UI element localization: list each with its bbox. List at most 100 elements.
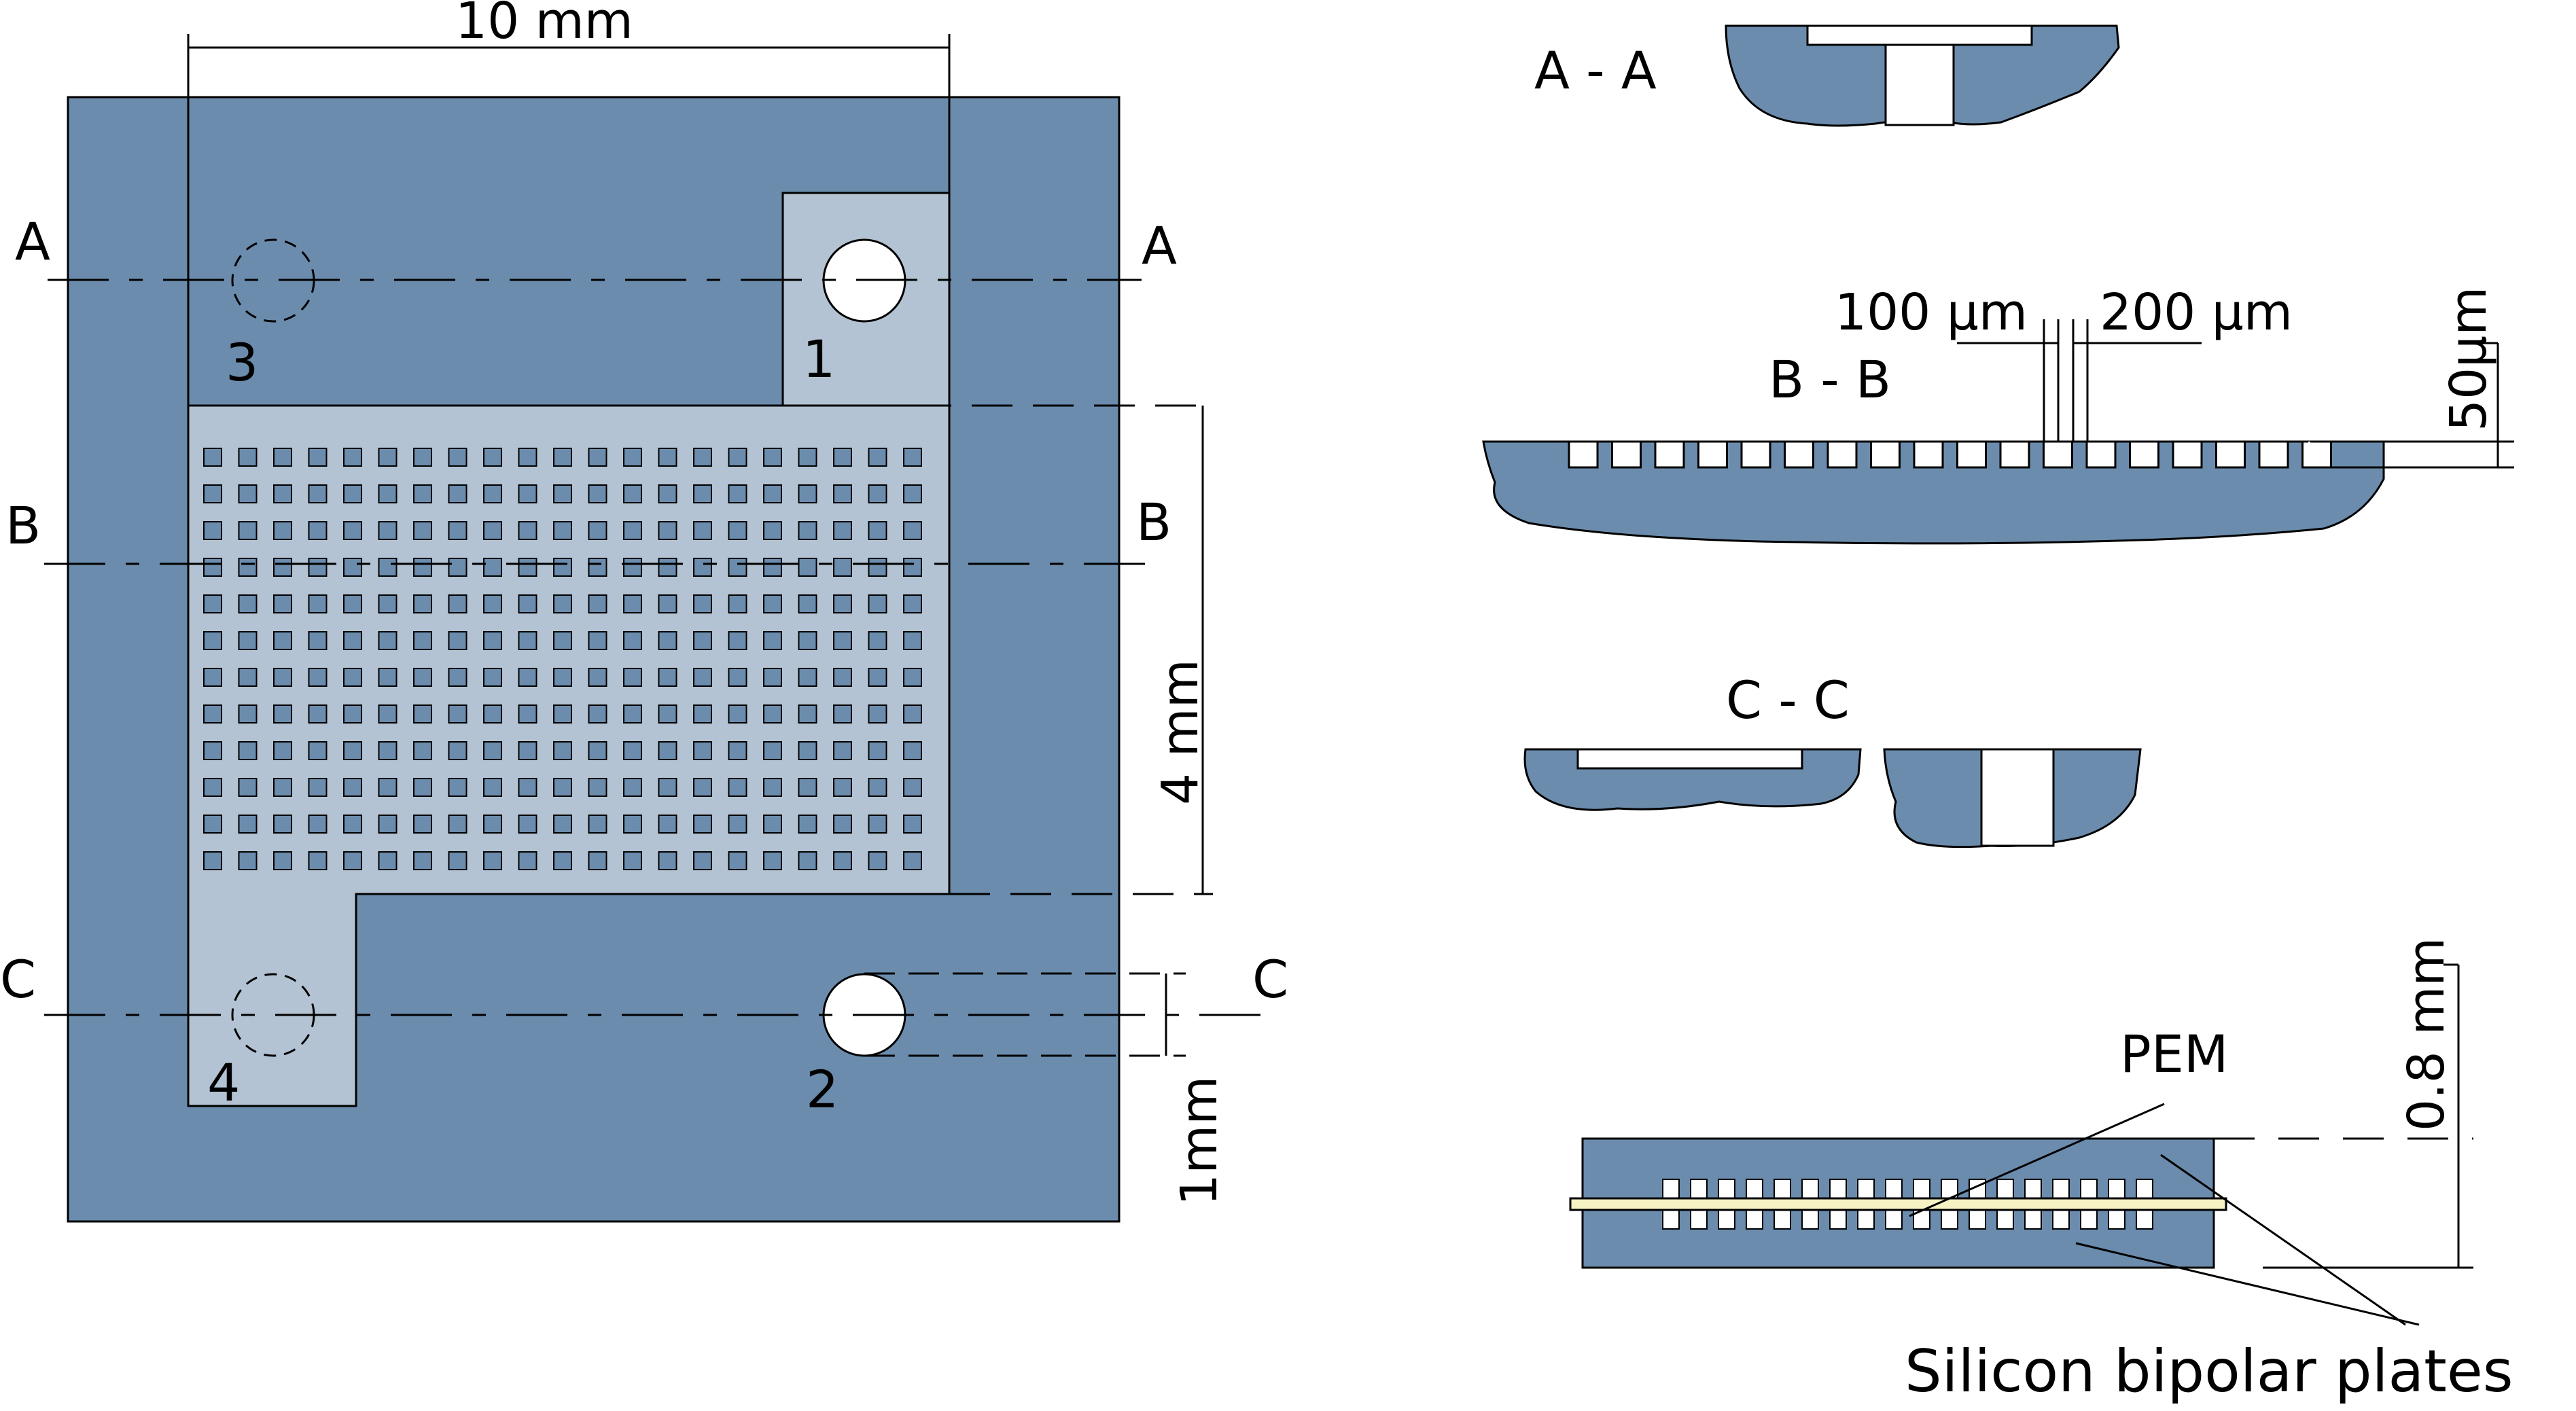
pillar — [588, 631, 607, 650]
pillar — [308, 815, 328, 834]
section-cc-hole — [1980, 748, 2055, 847]
pillar — [238, 594, 258, 613]
pillar — [518, 815, 537, 834]
pillar — [798, 778, 817, 797]
pillar — [658, 448, 677, 467]
section-mark-c-right: C — [1252, 949, 1288, 1010]
pillar — [308, 631, 328, 650]
pillar — [553, 521, 572, 540]
stack-channel — [1857, 1179, 1875, 1199]
pillar — [483, 815, 502, 834]
pillar — [413, 851, 432, 870]
pillar — [518, 668, 537, 687]
dim-200um-label: 200 µm — [2100, 283, 2293, 342]
pillar — [623, 815, 642, 834]
pillar — [868, 815, 887, 834]
pillar — [623, 741, 642, 760]
stack-channel — [1746, 1179, 1763, 1199]
pillar — [588, 484, 607, 503]
section-mark-b-right: B — [1136, 492, 1171, 552]
section-mark-a-left: A — [15, 211, 50, 272]
section-bb: B - B 100 µm 200 µm 50µm — [1482, 283, 2514, 545]
pillar — [203, 594, 222, 613]
pillar — [588, 448, 607, 467]
pillar — [518, 741, 537, 760]
pillar — [378, 778, 398, 797]
pillar — [658, 631, 677, 650]
pillar — [868, 778, 887, 797]
pillar — [763, 704, 782, 724]
pillar — [378, 741, 398, 760]
pillar — [763, 851, 782, 870]
pillar — [203, 484, 222, 503]
pillar — [833, 704, 852, 724]
pillar — [868, 558, 887, 577]
pillar — [238, 521, 258, 540]
pillar — [378, 704, 398, 724]
pillar — [658, 815, 677, 834]
stack-channel — [1690, 1179, 1708, 1199]
section-mark-a-right: A — [1142, 215, 1177, 276]
pillar — [588, 778, 607, 797]
pillar — [413, 594, 432, 613]
plan-view: A A B B C C 1 2 3 4 10 mm 4 mm 1mm — [0, 0, 1288, 1223]
pillar — [343, 484, 362, 503]
pillar — [238, 668, 258, 687]
pillar — [413, 741, 432, 760]
pillar — [413, 448, 432, 467]
pillar — [623, 704, 642, 724]
pillar — [238, 631, 258, 650]
pillar — [693, 631, 712, 650]
pillar — [588, 815, 607, 834]
pillar — [623, 484, 642, 503]
pillar — [553, 448, 572, 467]
pillar — [378, 851, 398, 870]
pillar — [203, 851, 222, 870]
pillar — [868, 521, 887, 540]
pillar — [343, 521, 362, 540]
pillar — [273, 741, 292, 760]
section-aa-groove — [1806, 24, 2033, 46]
pillar — [413, 631, 432, 650]
stack-channel — [1857, 1209, 1875, 1230]
pillar — [903, 778, 922, 797]
pillar — [693, 851, 712, 870]
pillar — [203, 668, 222, 687]
pillar — [728, 558, 747, 577]
pillar — [518, 631, 537, 650]
pillar — [903, 704, 922, 724]
pillar — [833, 521, 852, 540]
pillar — [238, 558, 258, 577]
pillar — [868, 448, 887, 467]
pillar — [728, 851, 747, 870]
dim-50um-label: 50µm — [2439, 287, 2498, 431]
pillar — [728, 631, 747, 650]
pillar — [693, 778, 712, 797]
pillar — [728, 484, 747, 503]
pillar — [518, 558, 537, 577]
pillar — [728, 741, 747, 760]
pillar — [308, 594, 328, 613]
pillar — [483, 521, 502, 540]
pillar — [308, 558, 328, 577]
pillar — [448, 668, 467, 687]
pillar — [728, 594, 747, 613]
stack-view: 0.8 mm PEM Silicon bipolar plates — [1569, 937, 2513, 1406]
pillar — [343, 815, 362, 834]
pillar — [483, 594, 502, 613]
pillar — [273, 815, 292, 834]
pillar — [588, 851, 607, 870]
stack-channel — [1941, 1209, 1958, 1230]
plate-leader-1 — [2160, 1154, 2406, 1326]
pillar — [378, 668, 398, 687]
pillar — [483, 704, 502, 724]
pillar — [553, 558, 572, 577]
pillar — [833, 815, 852, 834]
pillar — [483, 851, 502, 870]
pillar — [448, 778, 467, 797]
section-bb-channels — [1568, 442, 2332, 469]
stack-channel — [1801, 1179, 1819, 1199]
pillar — [798, 668, 817, 687]
pillar — [343, 448, 362, 467]
